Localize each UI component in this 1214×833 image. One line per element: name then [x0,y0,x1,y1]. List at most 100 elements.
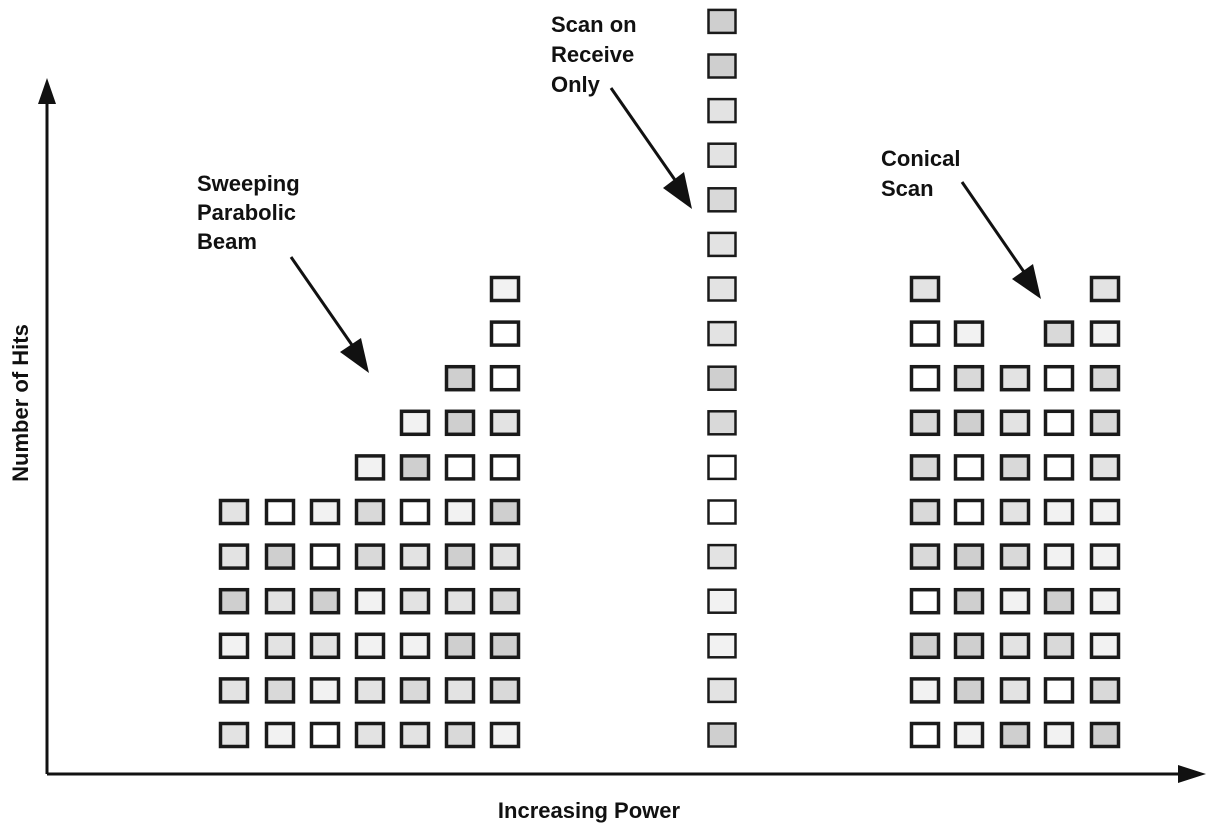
hit-marker [399,543,431,570]
hit-marker [354,587,386,615]
hit-marker [264,587,296,615]
hit-marker [1043,677,1075,704]
hit-marker [444,454,476,481]
hit-marker [309,632,341,660]
hit-marker [399,632,431,660]
hit-marker [354,543,386,570]
hit-marker [707,410,737,436]
arrow-scan-on-receive-icon [609,87,692,209]
label-conical-scan: Conical Scan [881,146,960,201]
label-line: Scan [881,176,934,201]
axes [38,78,1206,783]
hit-marker [264,543,296,570]
hit-marker [399,454,431,481]
hit-marker [1089,543,1121,570]
hit-marker [999,364,1031,392]
hit-marker [1043,454,1075,481]
hit-marker [1043,364,1075,392]
hit-marker [909,498,941,526]
hit-marker [218,543,250,570]
hit-marker [399,587,431,615]
group-conical-scan [909,275,1121,749]
hit-marker [707,320,737,347]
hit-column [909,275,941,749]
hit-marker [707,53,737,79]
hit-marker [999,677,1031,704]
hit-marker [399,498,431,526]
hit-marker [707,543,737,570]
hit-marker [1043,632,1075,660]
hit-marker [707,588,737,614]
hit-marker [1043,587,1075,615]
hit-marker [399,721,431,749]
hit-marker [444,677,476,704]
hit-marker [489,409,521,437]
hit-marker [1089,498,1121,526]
hit-marker [707,722,737,748]
hit-marker [707,499,737,525]
hit-marker [707,633,737,659]
y-axis-arrowhead-icon [38,78,56,104]
hit-marker [909,587,941,615]
x-axis-label: Increasing Power [498,798,681,823]
hit-marker [264,632,296,660]
hit-marker [707,231,737,258]
label-line: Parabolic [197,200,296,225]
hit-marker [444,409,476,437]
hit-marker [953,409,985,437]
hit-marker [909,409,941,437]
hit-marker [264,677,296,704]
hit-marker [999,587,1031,615]
hit-column [309,498,341,749]
hit-marker [1089,721,1121,749]
hit-marker [909,454,941,481]
hit-marker [953,320,985,347]
hit-column [444,364,476,749]
label-line: Sweeping [197,171,300,196]
hit-marker [999,454,1031,481]
hit-marker [489,587,521,615]
hit-marker [218,632,250,660]
hit-marker [707,142,737,168]
hit-marker [999,721,1031,749]
hit-column [218,498,250,749]
hit-column [1043,320,1075,749]
hit-marker [309,543,341,570]
hit-marker [909,543,941,570]
hit-marker [489,320,521,347]
hit-marker [1089,587,1121,615]
hit-marker [489,454,521,481]
hit-marker [999,498,1031,526]
hit-marker [1089,454,1121,481]
hit-marker [953,632,985,660]
hit-column [264,498,296,749]
hit-column [999,364,1031,749]
hit-marker [354,498,386,526]
hit-marker [1089,632,1121,660]
hit-marker [999,543,1031,570]
hit-marker [444,498,476,526]
hit-marker [309,677,341,704]
hit-markers [218,8,1121,749]
hit-marker [1043,721,1075,749]
hit-marker [1043,409,1075,437]
hit-marker [953,498,985,526]
hit-marker [489,721,521,749]
hit-marker [1089,320,1121,347]
hit-marker [1089,364,1121,392]
hit-marker [1043,320,1075,347]
hit-marker [218,587,250,615]
hit-marker [489,498,521,526]
hit-marker [1089,275,1121,303]
hit-marker [489,632,521,660]
hit-marker [489,677,521,704]
hit-marker [218,677,250,704]
hit-marker [309,587,341,615]
hit-marker [354,632,386,660]
hit-marker [264,498,296,526]
hit-marker [953,543,985,570]
hit-marker [309,498,341,526]
label-line: Conical [881,146,960,171]
x-axis-arrowhead-icon [1178,765,1206,783]
hit-marker [909,364,941,392]
